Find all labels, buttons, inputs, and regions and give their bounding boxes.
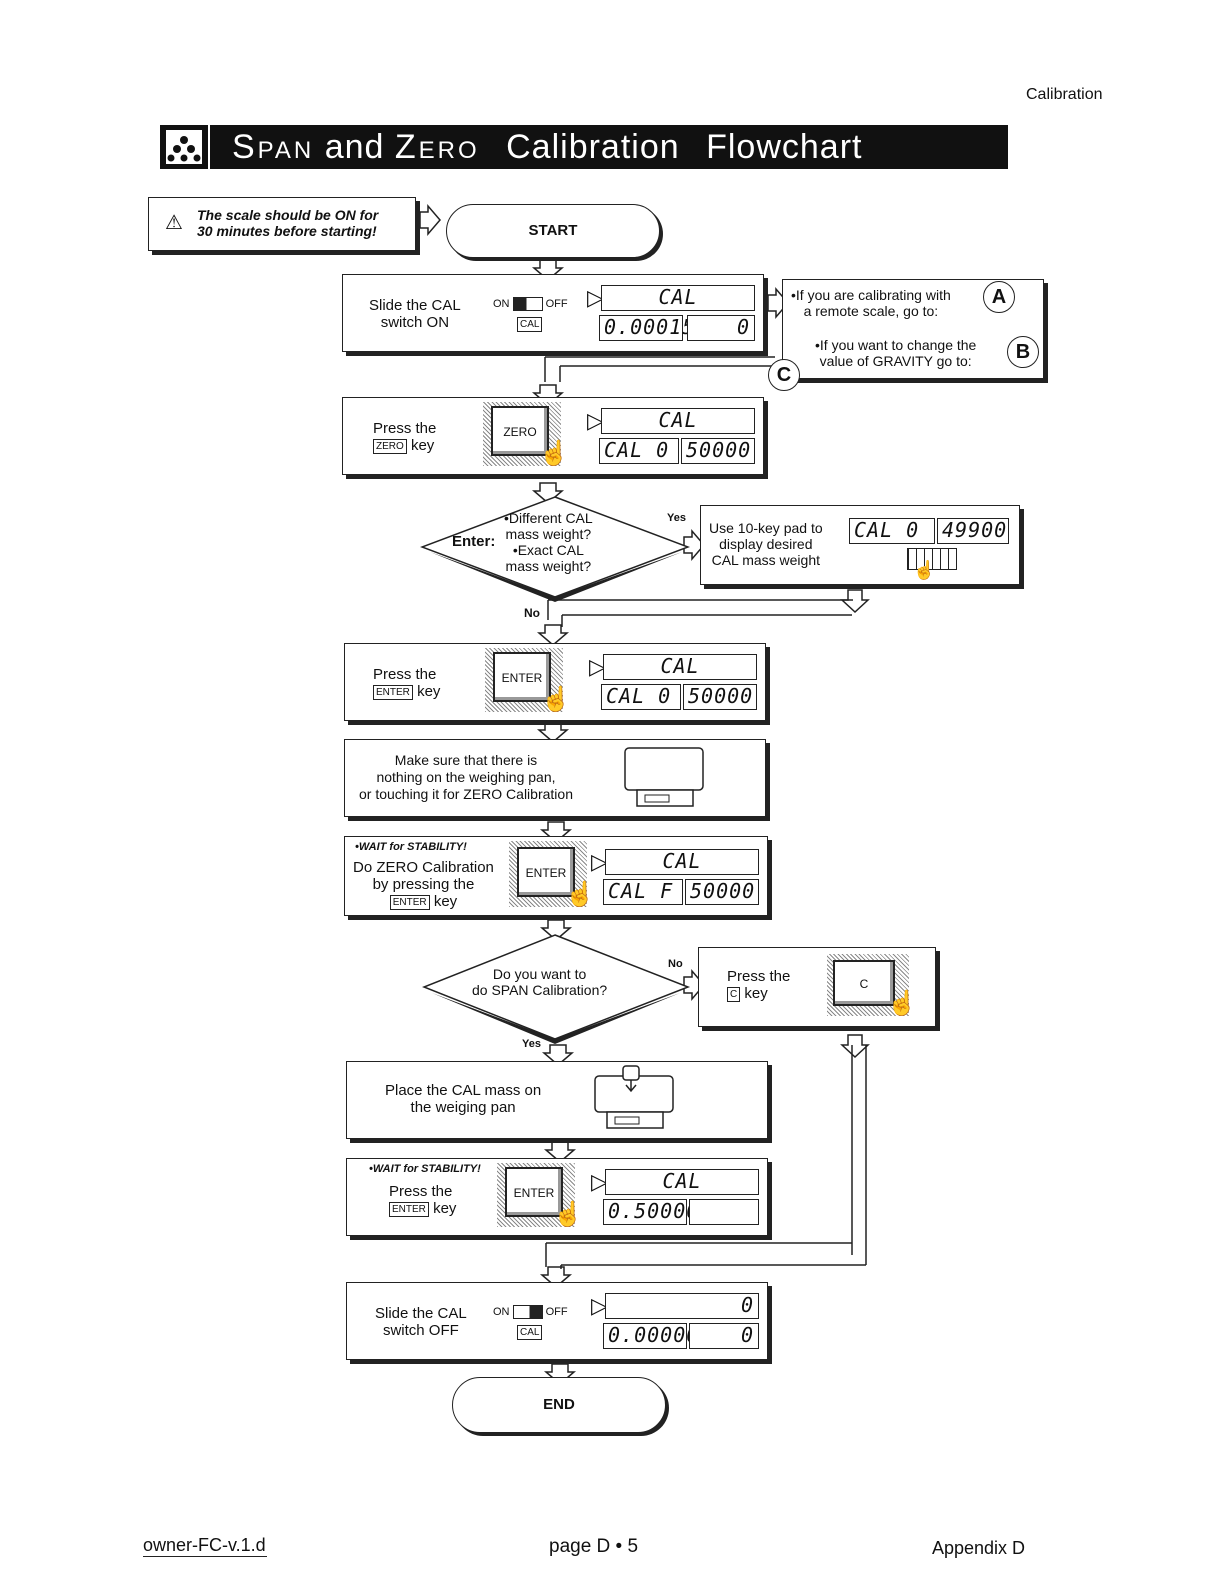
finger-icon: ☝ (553, 1201, 583, 1228)
finger-icon: ☝ (887, 990, 917, 1017)
footer-doc-id: owner-FC-v.1.d (143, 1535, 267, 1557)
step-zero-calibration: •WAIT for STABILITY! Do ZERO Calibration… (344, 836, 768, 916)
title-banner: Span and Zero Calibration Flowchart (160, 125, 1008, 169)
lcd-top: CAL (601, 285, 755, 311)
cal-switch-on: ON OFF CAL (493, 297, 568, 332)
footer-appendix: Appendix D (932, 1538, 1026, 1558)
footer-page: page D • 5 (549, 1536, 639, 1557)
enter-key[interactable]: ENTER (517, 847, 575, 897)
display-pointer-icon: ▷ (591, 849, 608, 874)
decision-span (422, 934, 691, 1044)
finger-icon: ☝ (539, 440, 569, 467)
scale-icon (624, 747, 704, 807)
balance-logo-icon (166, 130, 202, 164)
finger-icon: ☝ (565, 881, 595, 908)
display-pointer-icon: ▷ (591, 1169, 608, 1194)
enter-key[interactable]: ENTER (493, 652, 551, 702)
display-pointer-icon: ▷ (587, 285, 604, 310)
display-pointer-icon: ▷ (587, 408, 604, 433)
section-header: Calibration (1026, 86, 1103, 103)
cal-switch-off: ON OFF CAL (493, 1305, 568, 1340)
goto-b-badge[interactable]: B (1007, 336, 1039, 368)
lcd-bottom-left: 0.00015 (599, 315, 694, 341)
finger-icon: ☝ (913, 560, 936, 580)
start-terminal: START (446, 204, 660, 258)
warning-icon: ⚠ (165, 212, 183, 234)
zero-key[interactable]: ZERO (491, 406, 549, 456)
return-c-badge[interactable]: C (768, 359, 800, 391)
enter-key[interactable]: ENTER (505, 1167, 563, 1217)
display-pointer-icon: ▷ (591, 1293, 608, 1318)
lcd-bottom-right: 0 (687, 315, 755, 341)
display-pointer-icon: ▷ (589, 654, 606, 679)
scale-with-mass-icon (594, 1065, 674, 1129)
end-terminal: END (452, 1377, 666, 1433)
goto-a-badge[interactable]: A (983, 281, 1015, 313)
ten-key-pad-icon[interactable] (907, 548, 957, 570)
c-key[interactable]: C (833, 960, 895, 1006)
decision-cal-mass (420, 496, 690, 602)
page-title: Span and Zero Calibration Flowchart (232, 128, 863, 166)
finger-icon: ☝ (541, 686, 571, 713)
